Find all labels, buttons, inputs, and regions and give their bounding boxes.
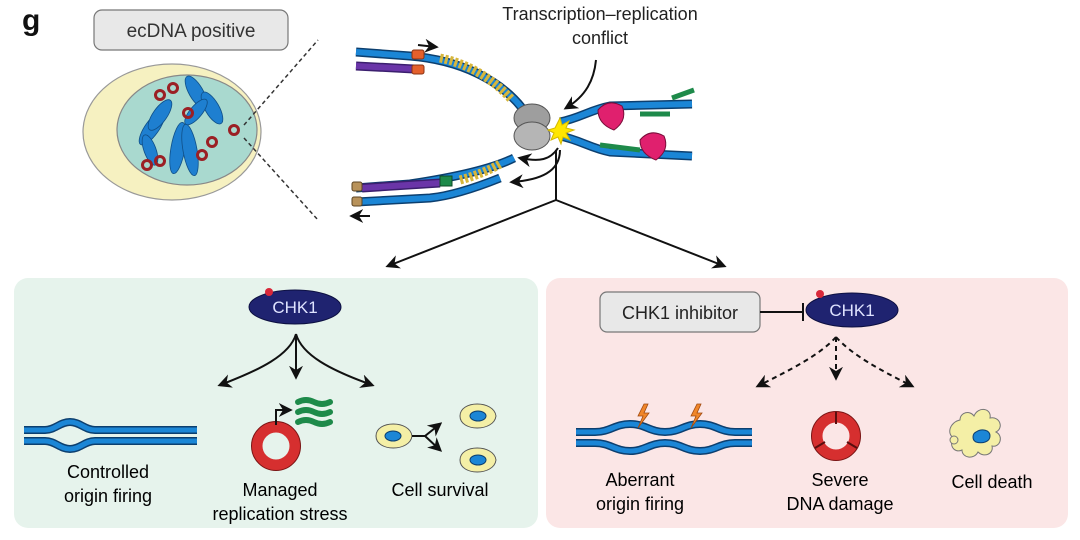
aberrant-origin-firing-icon — [576, 403, 752, 456]
phospho-icon — [265, 288, 273, 296]
replication-fork-illustration — [349, 38, 695, 223]
outcome-label: origin firing — [64, 486, 152, 506]
left-panel-background — [14, 278, 538, 528]
ecdna-circle-icon — [141, 82, 240, 171]
chromosome-icon — [138, 75, 224, 177]
rna-polymerase-icon — [597, 102, 625, 131]
lightning-icon — [637, 403, 650, 429]
outcome-label: origin firing — [596, 494, 684, 514]
outcome-label: Managed — [242, 480, 317, 500]
panel-label: g — [22, 4, 40, 37]
outcome-label: DNA damage — [786, 494, 893, 514]
branch-connector — [385, 150, 727, 269]
outcome-label: Aberrant — [605, 470, 674, 490]
inhibition-connector — [760, 303, 804, 321]
left-arrows — [217, 333, 375, 388]
cell-death-icon — [949, 409, 1001, 458]
ecdna-cell-illustration — [82, 39, 319, 221]
right-dashed-arrows — [755, 336, 915, 388]
outcome-label: Controlled — [67, 462, 149, 482]
ecdna-positive-label-box: ecDNA positive — [93, 9, 289, 51]
outcome-label: replication stress — [212, 504, 347, 524]
severe-dna-damage-icon — [811, 411, 861, 461]
left-chk1-node: CHK1 — [248, 288, 342, 325]
managed-replication-stress-icon — [251, 397, 333, 471]
outcome-label: Severe — [811, 470, 868, 490]
controlled-origin-firing-icon — [24, 417, 197, 454]
cell-survival-icon — [375, 403, 497, 473]
outcome-label: Cell survival — [391, 480, 488, 500]
rna-polymerase-icon — [639, 132, 667, 161]
outcome-label: Cell death — [951, 472, 1032, 492]
zoom-line-top — [243, 39, 319, 126]
phospho-icon — [816, 290, 824, 298]
svg-text:CHK1: CHK1 — [829, 301, 874, 320]
conflict-burst-icon — [546, 116, 576, 146]
conflict-label-line1: Transcription–replication — [502, 4, 697, 24]
right-panel-background — [546, 278, 1068, 528]
conflict-label-line2: conflict — [572, 28, 628, 48]
ecdna-positive-label: ecDNA positive — [127, 21, 256, 42]
chk1-inhibitor-box: CHK1 inhibitor — [599, 291, 761, 333]
svg-text:CHK1: CHK1 — [272, 298, 317, 317]
svg-text:CHK1 inhibitor: CHK1 inhibitor — [622, 303, 738, 323]
right-chk1-node: CHK1 — [805, 290, 899, 328]
zoom-line-bottom — [243, 137, 319, 221]
lightning-icon — [690, 403, 703, 429]
